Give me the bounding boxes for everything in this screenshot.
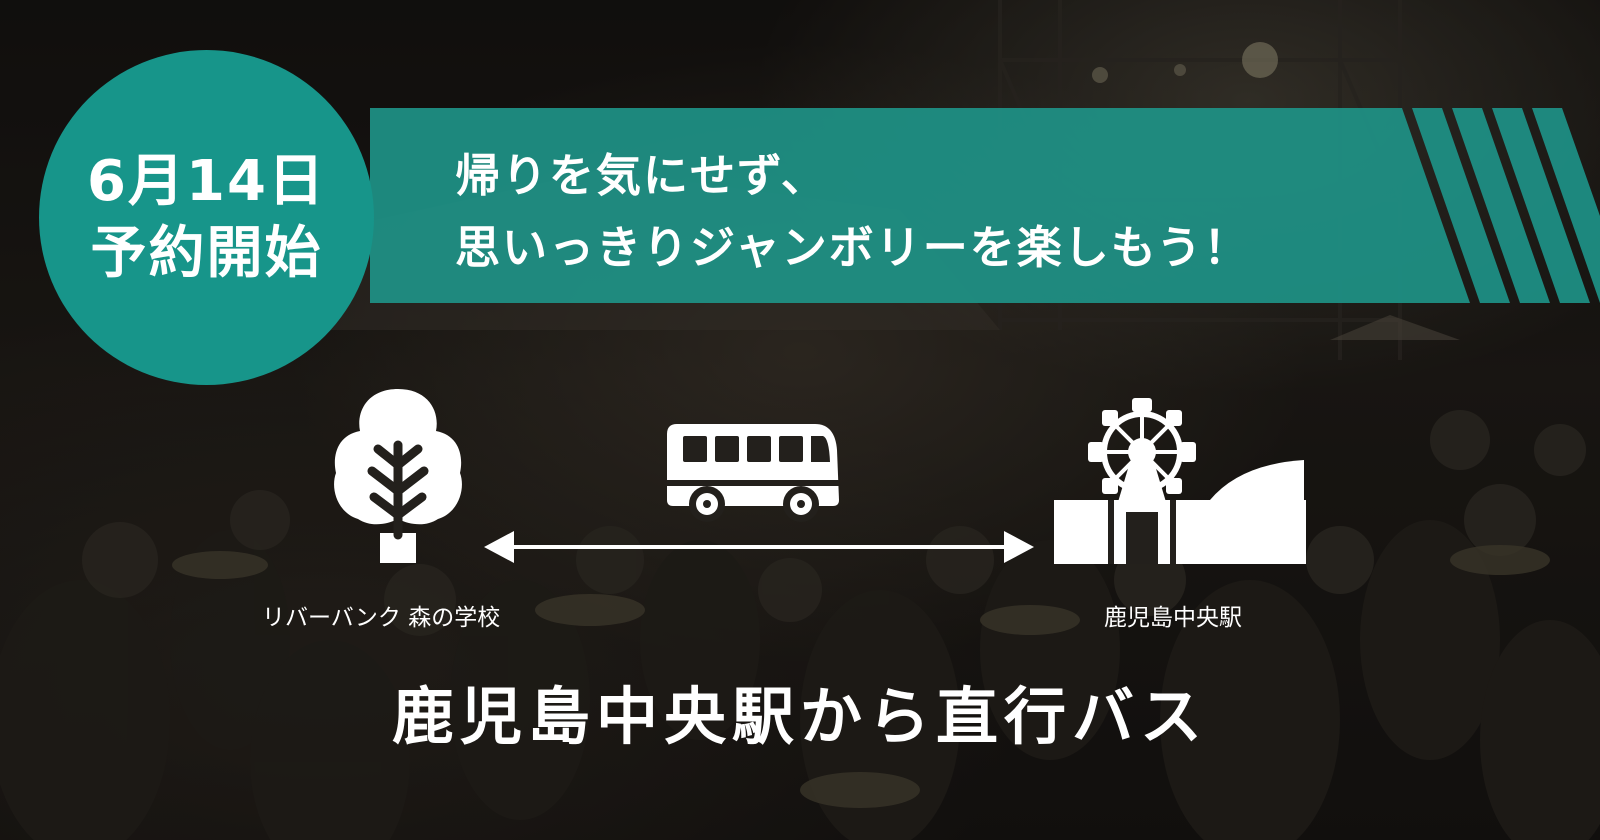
slanted-stripes (1412, 108, 1600, 303)
badge-caption: 予約開始 (90, 220, 323, 286)
ferris-wheel-station-icon (1054, 398, 1306, 564)
destination-label: 鹿児島中央駅 (1104, 605, 1242, 631)
main-title: 鹿児島中央駅から直行バス (391, 680, 1208, 753)
tree-icon (334, 389, 462, 563)
headline-line-2: 思いっきりジャンボリーを楽しもう！ (455, 221, 1251, 274)
headline-line-1: 帰りを気にせず、 (455, 149, 828, 202)
reservation-date-badge: 6月14日 予約開始 (39, 50, 374, 385)
double-arrow-icon (484, 531, 1034, 563)
headline: 帰りを気にせず、 思いっきりジャンボリーを楽しもう！ (455, 140, 1250, 284)
bus-icon (667, 424, 839, 522)
badge-date: 6月14日 (87, 148, 326, 214)
origin-label: リバーバンク 森の学校 (262, 605, 501, 631)
